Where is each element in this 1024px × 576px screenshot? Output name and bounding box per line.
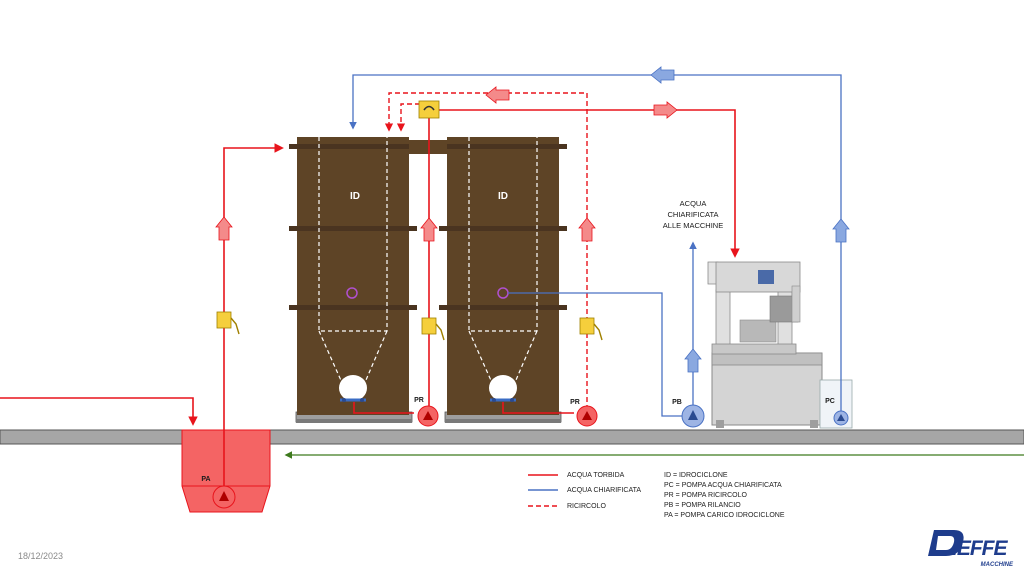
- turbid-water-lines: [0, 109, 740, 497]
- legend-abbr-id: ID = IDROCICLONE: [664, 472, 728, 479]
- clarified-water-lines: [349, 74, 842, 417]
- flow-arrow-up: [684, 348, 702, 373]
- hydrocyclone-tank-1: [289, 137, 417, 423]
- pumps: [212, 404, 849, 509]
- flow-arrow-up: [832, 218, 850, 243]
- company-logo: IEFFE MACCHINE: [928, 530, 1014, 568]
- legend-abbr-pa: PA = POMPA CARICO IDROCICLONE: [664, 512, 785, 519]
- legend: ACQUA TORBIDA ACQUA CHIARIFICATA RICIRCO…: [528, 472, 785, 519]
- destination-line-2: CHIARIFICATA: [668, 210, 719, 219]
- flow-arrow-up: [420, 217, 438, 242]
- flow-arrow-left: [485, 86, 510, 104]
- legend-abbr-pr: PR = POMPA RICIRCOLO: [664, 492, 747, 499]
- destination-label: ACQUA CHIARIFICATA ALLE MACCHINE: [663, 199, 723, 230]
- footer-date: 18/12/2023: [18, 551, 63, 561]
- flow-arrow-right: [653, 101, 678, 119]
- legend-label-turbid: ACQUA TORBIDA: [567, 472, 625, 479]
- flow-arrow-left: [650, 66, 675, 84]
- floor: [0, 429, 1024, 445]
- pump-label-pr-1: PR: [414, 397, 424, 404]
- pump-pr-1: [417, 405, 439, 427]
- tank-label-1: ID: [350, 191, 360, 202]
- legend-abbr-pc: PC = POMPA ACQUA CHIARIFICATA: [664, 482, 782, 489]
- pump-pr-2: [576, 405, 598, 427]
- pump-pa: [212, 485, 236, 509]
- pump-label-pb: PB: [672, 399, 682, 406]
- valves: [216, 100, 603, 341]
- pump-label-pa: PA: [201, 476, 210, 483]
- tank-label-2: ID: [498, 191, 508, 202]
- logo-subtext: MACCHINE: [981, 562, 1014, 568]
- legend-abbr-pb: PB = POMPA RILANCIO: [664, 502, 741, 509]
- pump-label-pc: PC: [825, 398, 835, 405]
- valve: [216, 311, 232, 329]
- logo-text: IEFFE: [952, 537, 1008, 560]
- tank-connector: [409, 140, 447, 154]
- pump-pc: [833, 410, 849, 426]
- machine: [707, 261, 853, 429]
- hydrocyclone-tank-2: [439, 137, 567, 423]
- flow-arrows: [215, 66, 850, 373]
- diverter-valve: [418, 100, 440, 119]
- valve: [421, 317, 437, 335]
- legend-label-recirculation: RICIRCOLO: [567, 503, 606, 510]
- flow-arrow-up: [215, 216, 233, 241]
- pump-pb: [681, 404, 705, 428]
- legend-label-clarified: ACQUA CHIARIFICATA: [567, 487, 641, 494]
- destination-line-1: ACQUA: [680, 199, 707, 208]
- flow-arrow-up: [578, 217, 596, 242]
- valve: [579, 317, 595, 335]
- destination-line-3: ALLE MACCHINE: [663, 221, 723, 230]
- pump-label-pr-2: PR: [570, 399, 580, 406]
